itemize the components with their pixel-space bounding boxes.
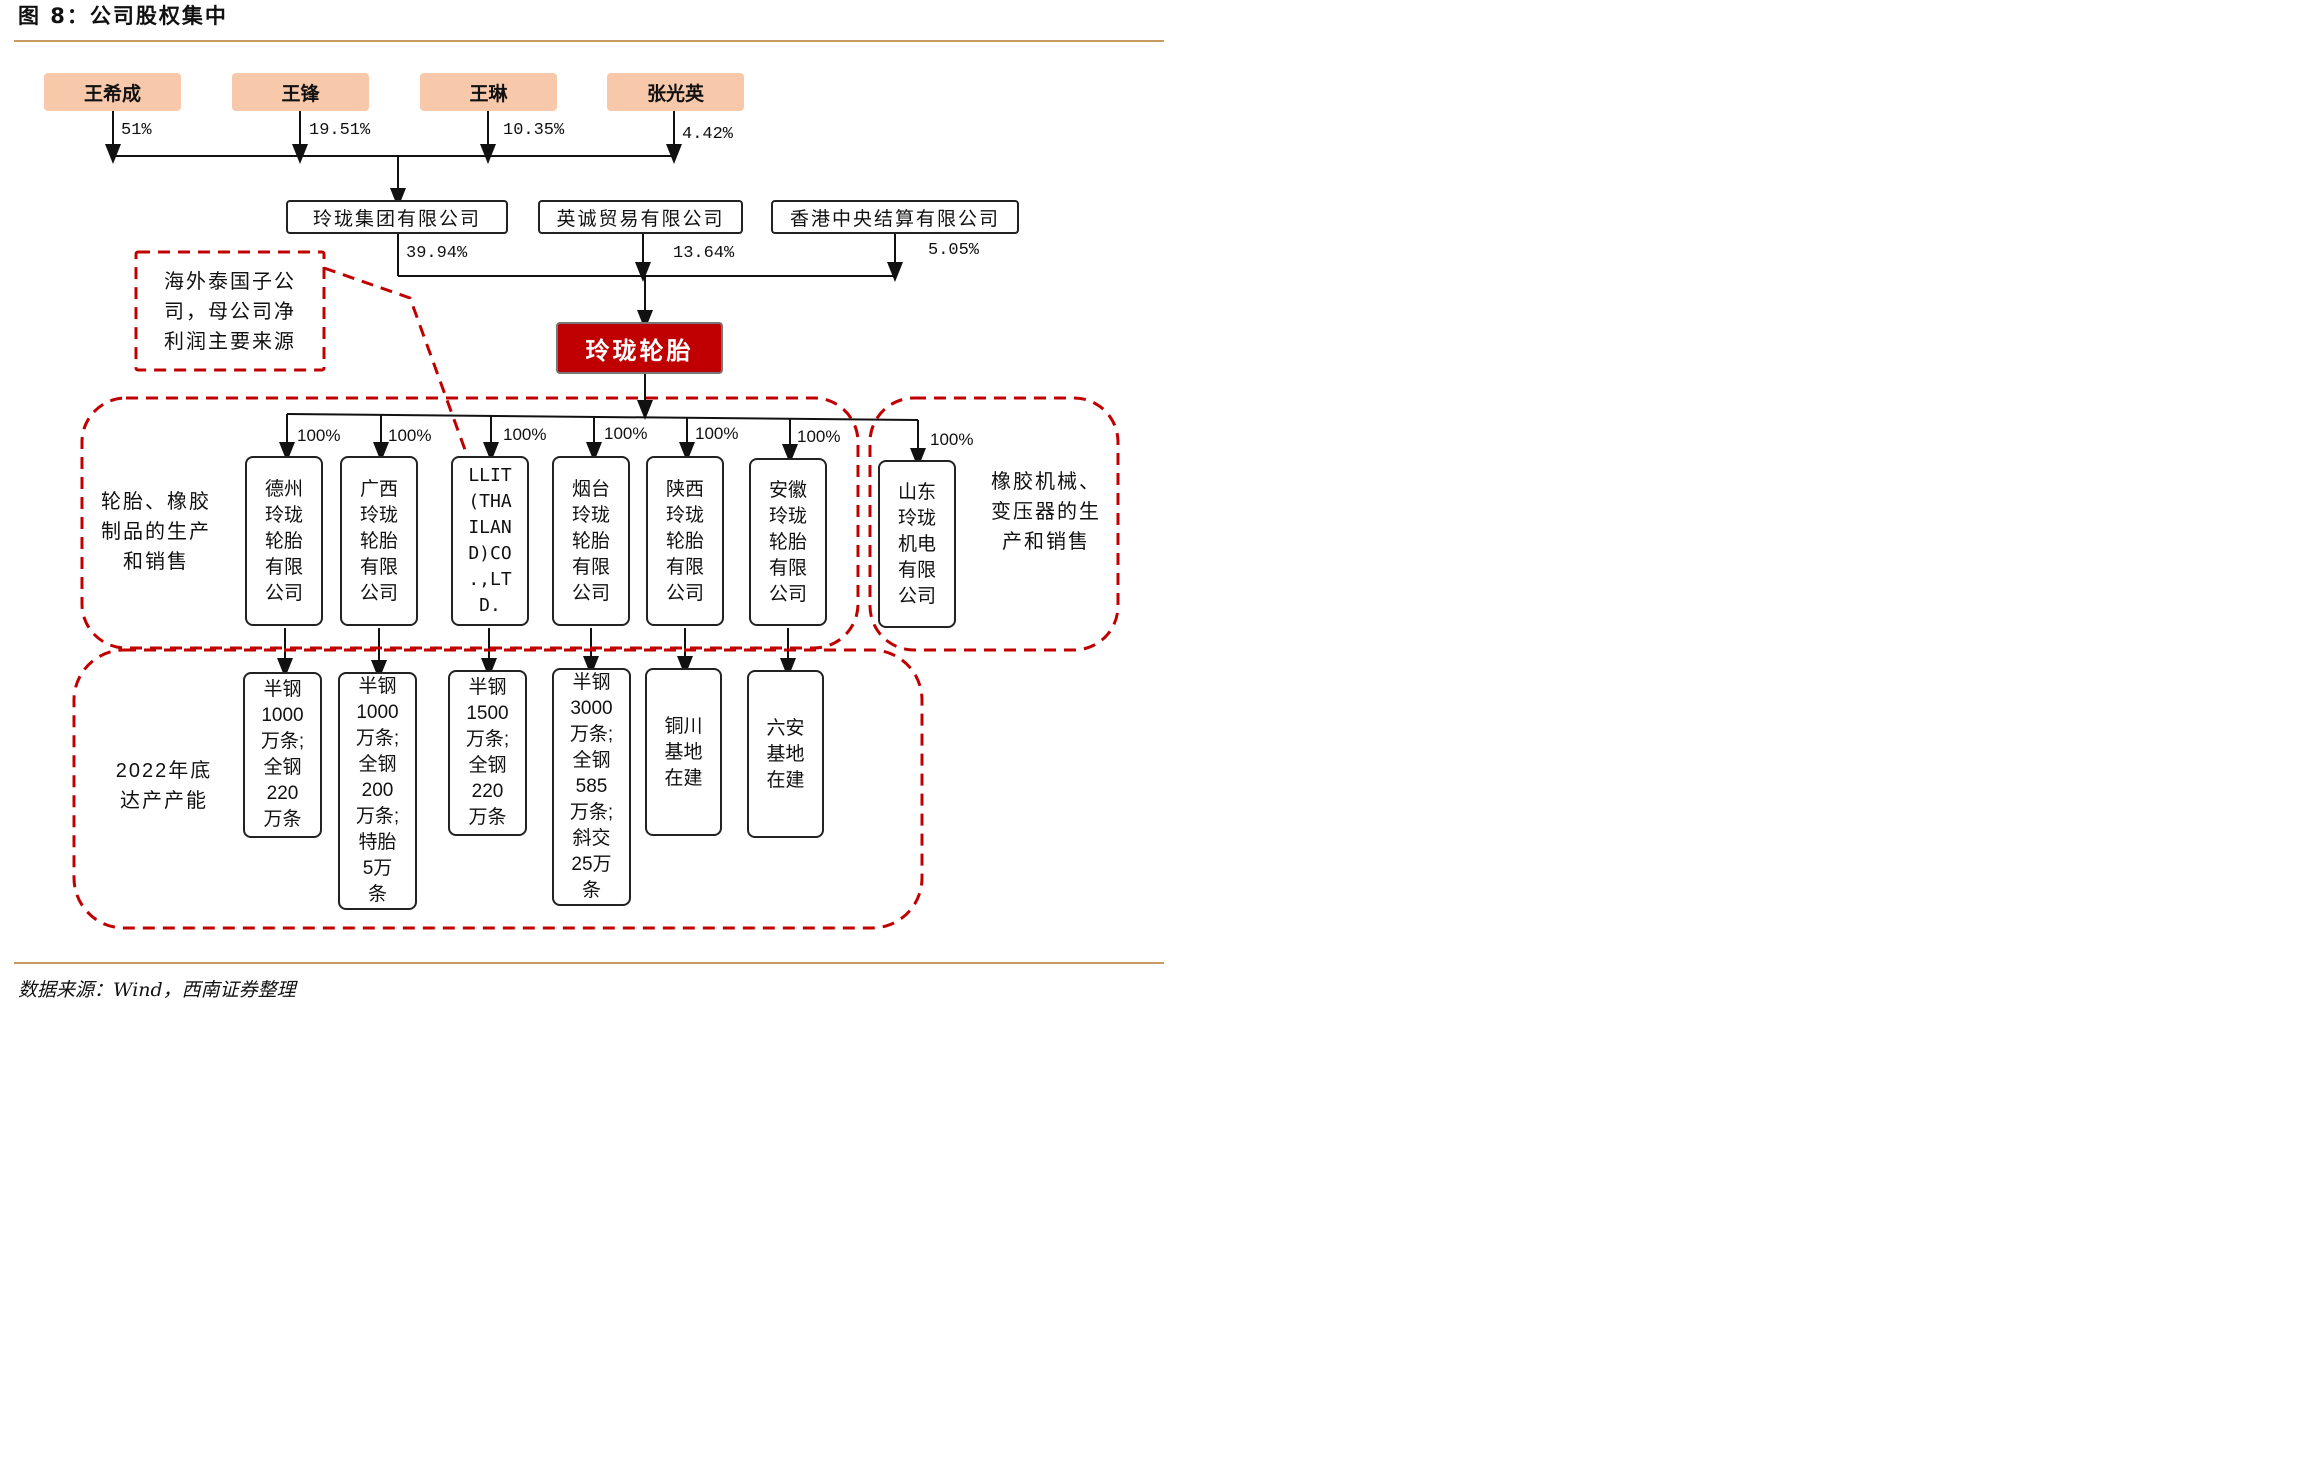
ownership-pct: 100% [503, 425, 547, 444]
ownership-pct: 100% [797, 427, 841, 446]
group-label-capacity: 2022年底 达产产能 [115, 760, 213, 812]
ownership-pct: 13.64% [673, 244, 735, 263]
source-note: 数据来源：Wind，西南证券整理 [18, 979, 296, 1001]
callout-text: 海外泰国子公 司，母公司净 利润主要来源 [164, 269, 296, 353]
capacity-box: 铜川 基地 在建 [645, 668, 722, 836]
subsidiary-box: LLIT (THA ILAN D)CO .,LT D. [451, 456, 529, 626]
group-label-machinery: 橡胶机械、 变压器的生 产和销售 [991, 469, 1101, 553]
subsidiary-box: 山东 玲珑 机电 有限 公司 [878, 460, 956, 628]
capacity-box: 半钢 1000 万条; 全钢 200 万条; 特胎 5万 条 [338, 672, 417, 910]
ownership-pct: 100% [388, 426, 432, 445]
subsidiary-box: 安徽 玲珑 轮胎 有限 公司 [749, 458, 827, 626]
subsidiary-box: 德州 玲珑 轮胎 有限 公司 [245, 456, 323, 626]
shareholder-box: 王锋 [232, 73, 369, 111]
shareholder-box: 王希成 [44, 73, 181, 111]
ownership-pct: 100% [695, 424, 739, 443]
owner-box: 英诚贸易有限公司 [538, 200, 743, 234]
listed-company-box: 玲珑轮胎 [556, 322, 723, 374]
figure-title: 图 8：公司股权集中 [18, 4, 228, 28]
shareholder-box: 张光英 [607, 73, 744, 111]
ownership-pct: 5.05% [928, 241, 980, 260]
subsidiary-box: 烟台 玲珑 轮胎 有限 公司 [552, 456, 630, 626]
capacity-box: 六安 基地 在建 [747, 670, 824, 838]
top-rule [14, 40, 1164, 42]
subsidiary-box: 广西 玲珑 轮胎 有限 公司 [340, 456, 418, 626]
group-label-tire: 轮胎、橡胶 制品的生产 和销售 [101, 489, 211, 573]
connector-lines [72, 111, 1120, 930]
ownership-pct: 10.35% [503, 121, 565, 140]
ownership-pct: 4.42% [682, 125, 734, 144]
ownership-pct: 100% [930, 430, 974, 449]
capacity-box: 半钢 1000 万条; 全钢 220 万条 [243, 672, 322, 838]
subsidiary-box: 陕西 玲珑 轮胎 有限 公司 [646, 456, 724, 626]
bottom-rule [14, 962, 1164, 964]
capacity-box: 半钢 1500 万条; 全钢 220 万条 [448, 670, 527, 836]
owner-box: 玲珑集团有限公司 [286, 200, 508, 234]
ownership-pct: 100% [297, 426, 341, 445]
ownership-pct: 39.94% [406, 244, 468, 263]
owner-box: 香港中央结算有限公司 [771, 200, 1019, 234]
ownership-pct: 19.51% [309, 121, 371, 140]
shareholder-box: 王琳 [420, 73, 557, 111]
ownership-pct: 100% [604, 424, 648, 443]
ownership-pct: 51% [121, 121, 152, 140]
capacity-box: 半钢 3000 万条; 全钢 585 万条; 斜交 25万 条 [552, 668, 631, 906]
